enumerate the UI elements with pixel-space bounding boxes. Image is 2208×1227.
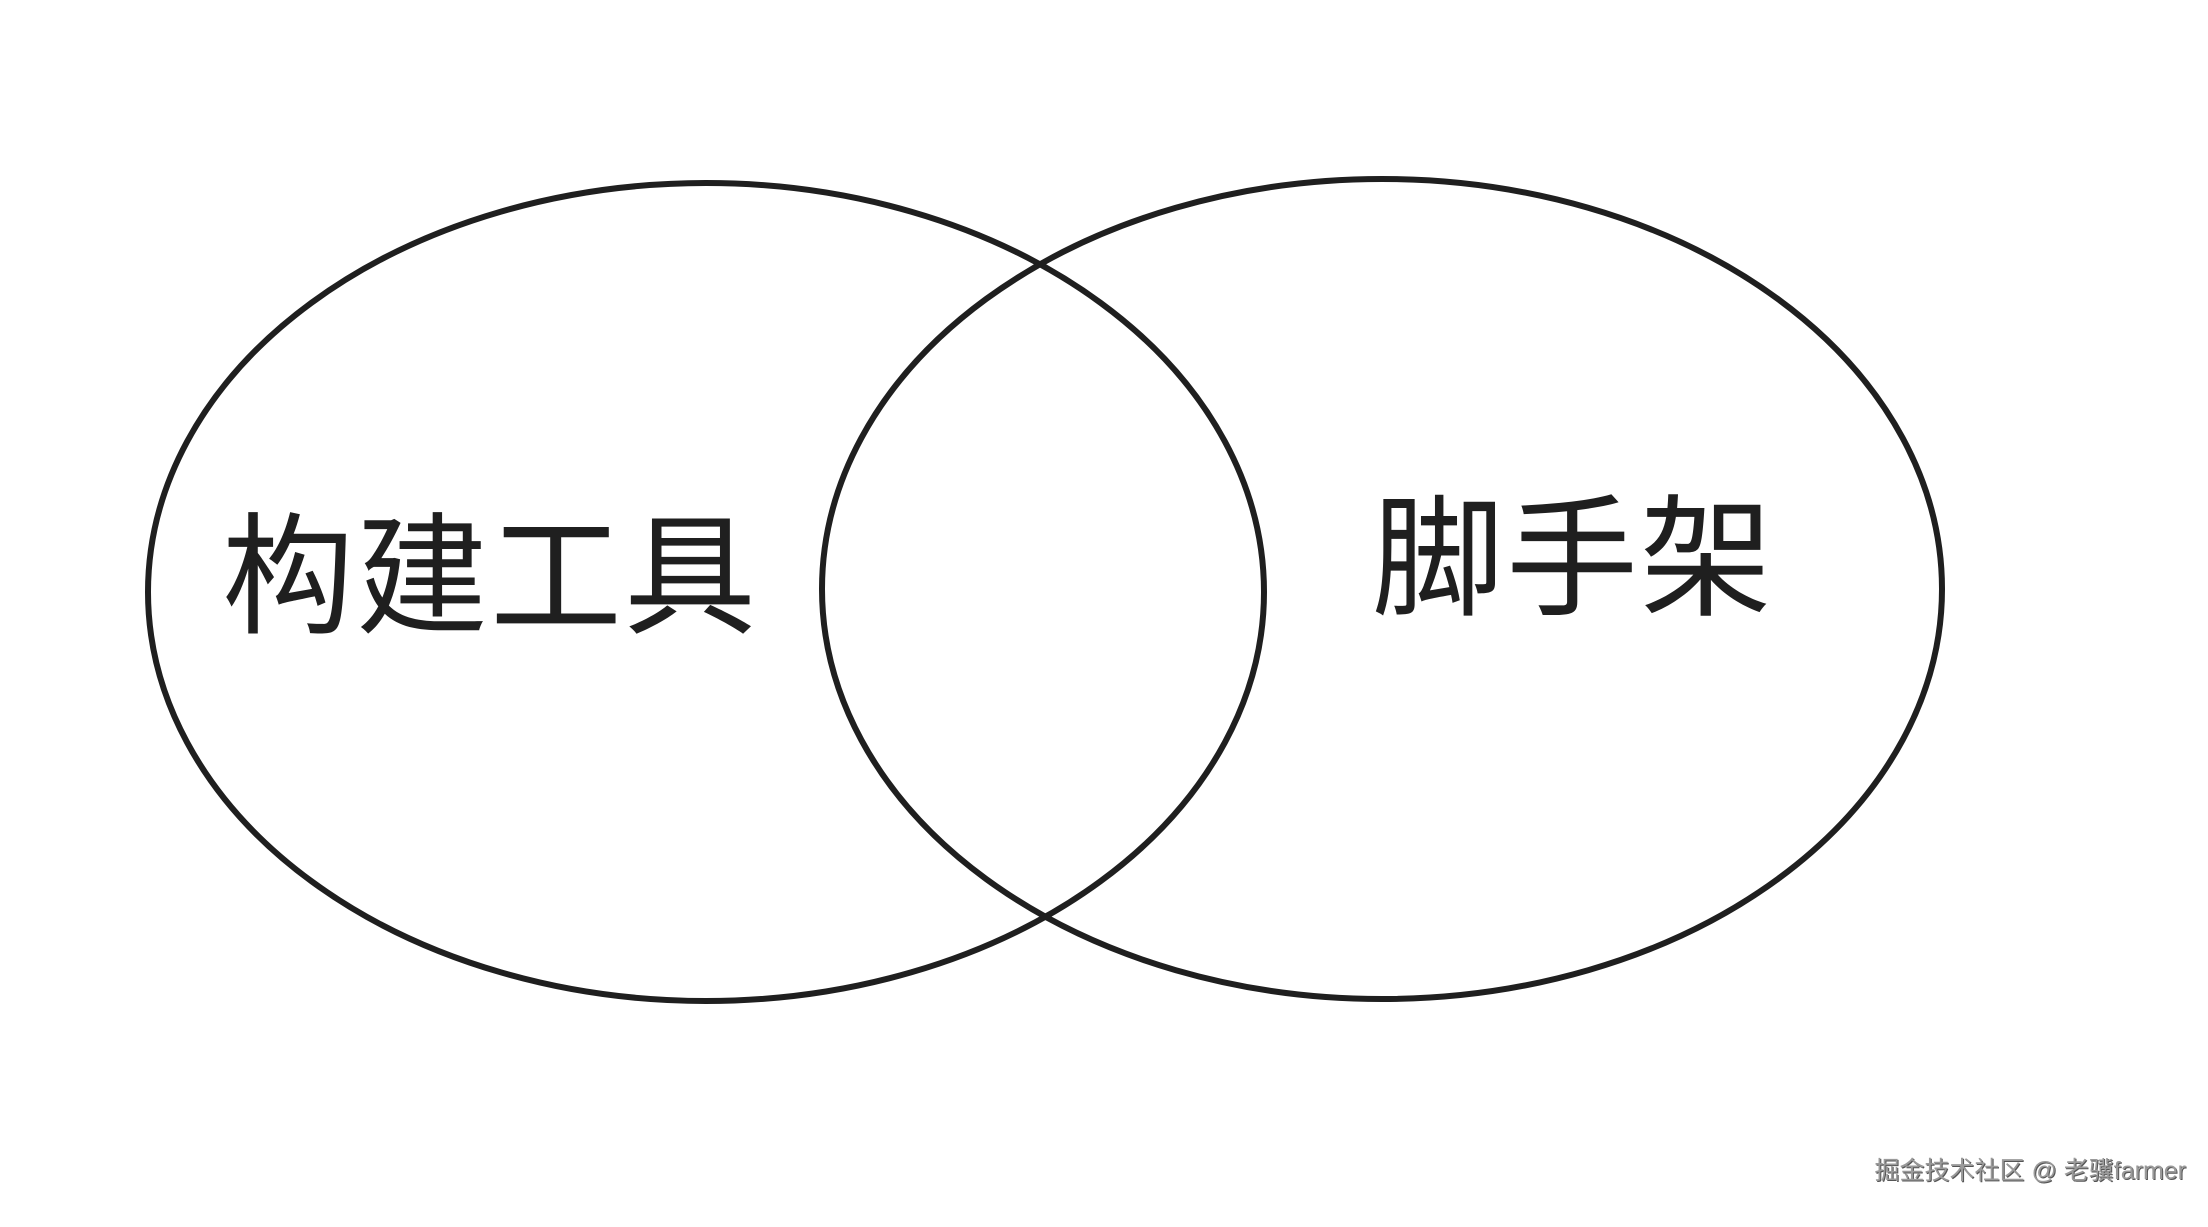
watermark: 掘金技术社区 @ 老骥farmer <box>1874 1157 2187 1185</box>
set-left-label: 构建工具 <box>222 501 758 655</box>
set-right-label: 脚手架 <box>1372 483 1774 637</box>
set-right-ellipse <box>819 176 1945 1002</box>
set-left-ellipse <box>145 180 1267 1004</box>
